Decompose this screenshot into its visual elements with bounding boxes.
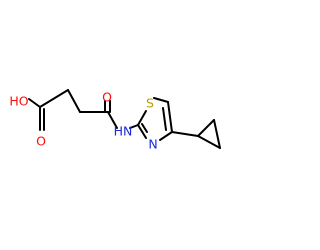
bond-n-tc2-b <box>141 123 148 133</box>
amide-nitrogen-label: HN <box>114 124 133 139</box>
amide-oxygen-label: O <box>102 90 112 105</box>
bond-layer <box>28 89 221 149</box>
molecule-drawing: HO O O HN S N <box>9 89 221 152</box>
bond-tc5-tc4-a <box>167 101 173 133</box>
hydroxyl-label: HO <box>9 94 28 109</box>
thiazole-nitrogen-label: N <box>148 137 157 152</box>
bond-c1-c2 <box>39 89 69 108</box>
bond-n-tc2-a <box>137 124 147 139</box>
bond-ho-c1 <box>28 98 41 108</box>
label-layer: HO O O HN S N <box>9 90 157 152</box>
bond-tc4-cp <box>171 131 199 137</box>
carboxyl-oxygen-label: O <box>36 134 46 149</box>
bond-cp-b <box>213 119 221 149</box>
bond-cp-a <box>197 119 215 137</box>
bond-tc5-tc4-b <box>162 107 167 131</box>
bond-s-tc5 <box>153 97 169 103</box>
structure-diagram: HO O O HN S N <box>9 89 221 152</box>
bond-cp-c <box>197 135 221 149</box>
bond-nh-tc2 <box>129 124 139 129</box>
bond-c4-nh <box>107 111 118 129</box>
bond-c2-c3 <box>67 89 81 113</box>
bond-tc2-s <box>137 110 147 126</box>
bond-tc4-n <box>159 131 173 141</box>
thiazole-sulfur-label: S <box>146 96 154 111</box>
